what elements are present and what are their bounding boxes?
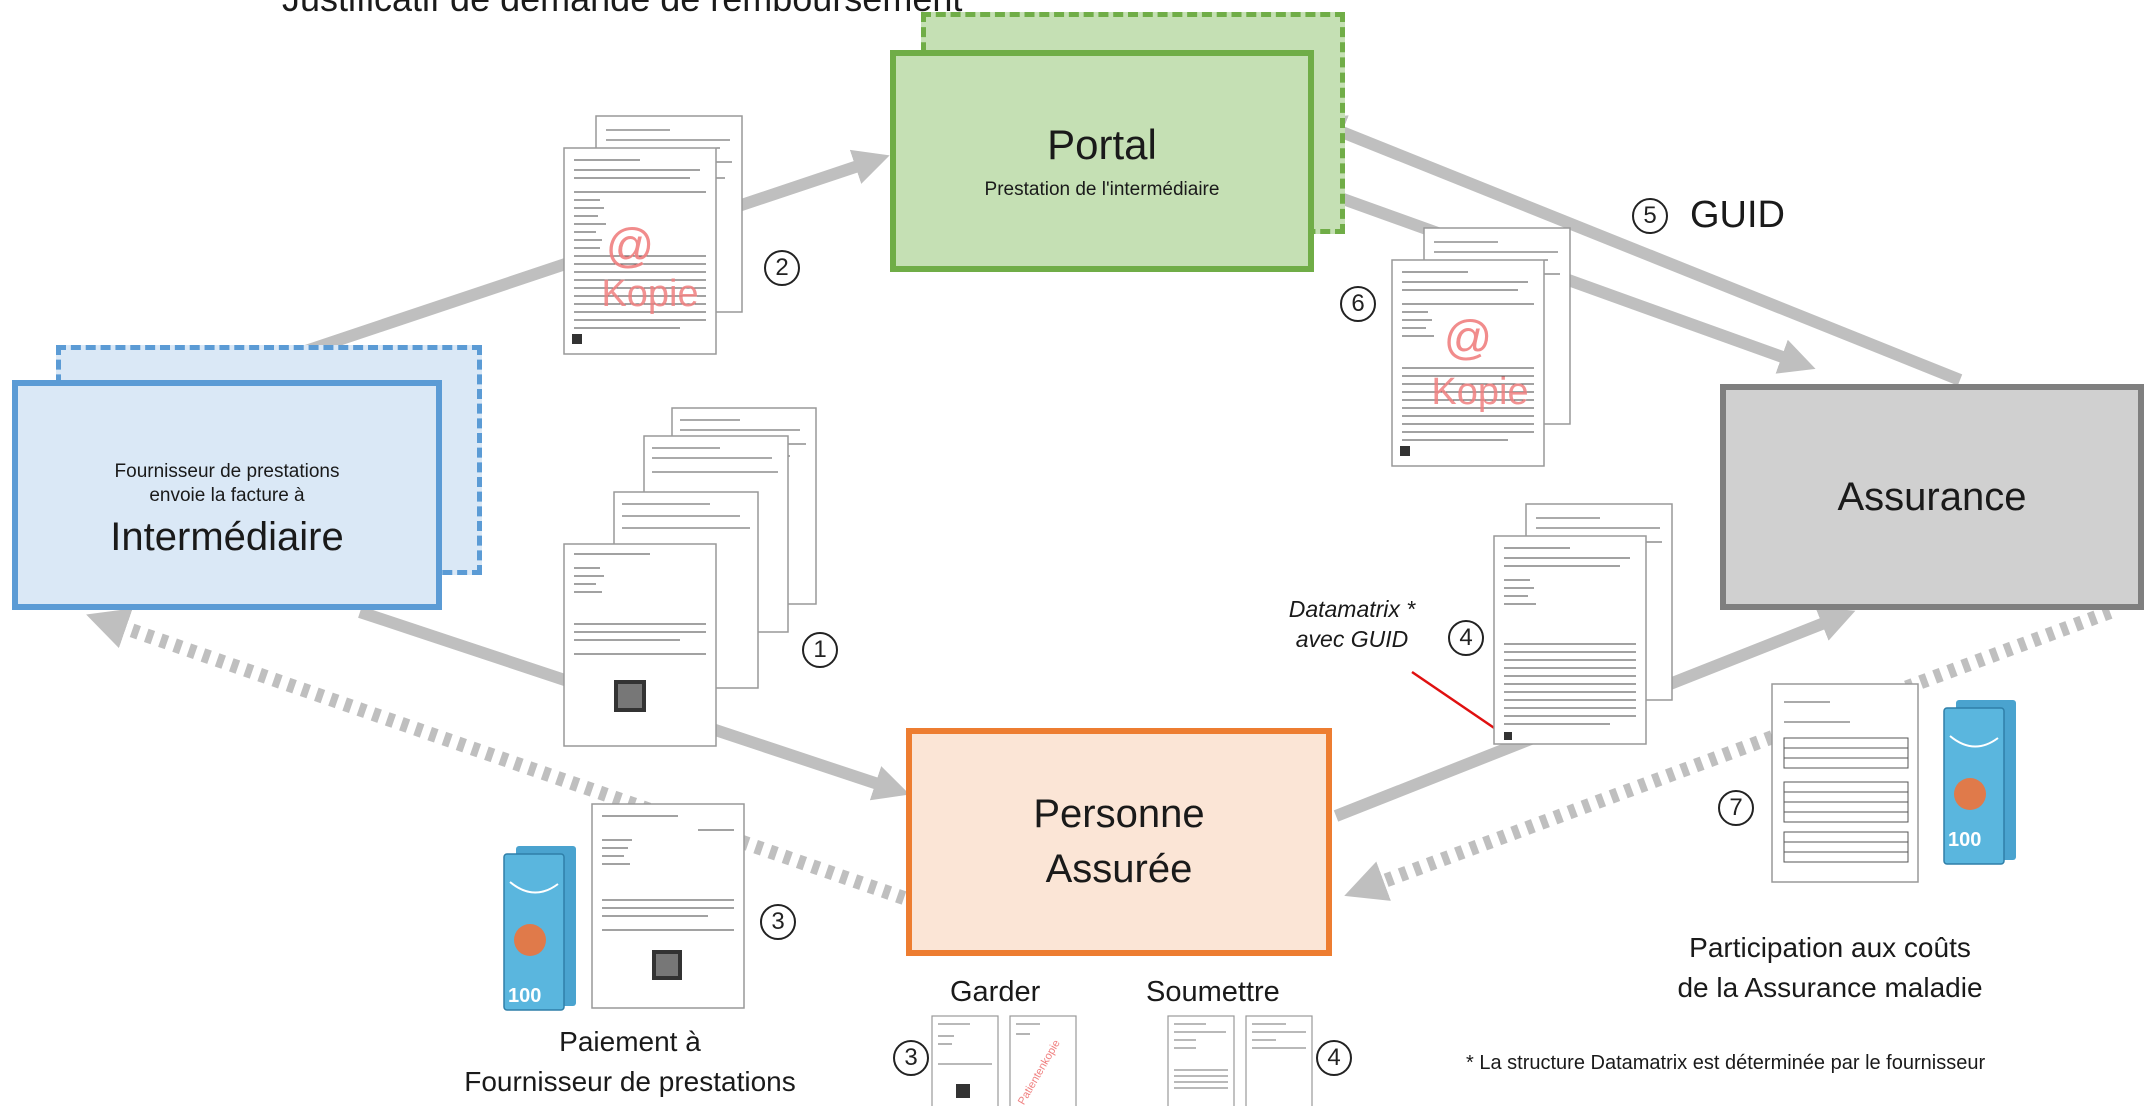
paiement-caption: Paiement à Fournisseur de prestations [380, 1022, 880, 1102]
at-watermark: @ [1444, 312, 1493, 365]
soumettre-label: Soumettre [1146, 976, 1280, 1008]
invoice-step3 [591, 803, 745, 1009]
datamatrix-note-line1: Datamatrix * [1288, 596, 1416, 622]
invoice-bundle-step1 [563, 407, 817, 747]
garder-label: Garder [950, 976, 1041, 1008]
participation-line2: de la Assurance maladie [1677, 972, 1983, 1003]
paiement-line2: Fournisseur de prestations [464, 1066, 796, 1097]
kopie-watermark: Kopie [1431, 371, 1528, 413]
banknote-participation: 100 [1943, 700, 2016, 865]
arrow-assurance-to-personne-dotted [1344, 605, 2113, 901]
assurance-node[interactable]: Assurance [1720, 384, 2144, 610]
paiement-line1: Paiement à [559, 1026, 701, 1057]
step-number-6: 6 [1340, 286, 1376, 322]
step-number-7: 7 [1718, 790, 1754, 826]
step-number-5: 5 [1632, 198, 1668, 234]
personne-node[interactable]: Personne Assurée [906, 728, 1332, 956]
invoice-copy-stack-step2: @ Kopie [563, 115, 743, 355]
arrow-personne-to-inter-dotted [86, 608, 907, 905]
portal-subtitle: Prestation de l'intermédiaire [984, 179, 1220, 200]
intermediaire-line1: Fournisseur de prestations [114, 460, 340, 482]
kopie-watermark: Kopie [601, 273, 698, 315]
portal-node[interactable]: Portal Prestation de l'intermédiaire [890, 50, 1314, 272]
intermediaire-title: Intermédiaire [110, 514, 344, 559]
intermediaire-node[interactable]: Fournisseur de prestations envoie la fac… [12, 380, 442, 610]
banknote-value: 100 [1948, 829, 1981, 851]
at-watermark: @ [606, 220, 655, 273]
step-number-2: 2 [764, 250, 800, 286]
portal-title: Portal [1047, 121, 1157, 168]
assurance-title: Assurance [1837, 474, 2027, 519]
banknote-value: 100 [508, 985, 541, 1007]
participation-caption: Participation aux coûts de la Assurance … [1600, 928, 2060, 1008]
step-number-3: 3 [760, 904, 796, 940]
cost-statement-step7 [1771, 683, 1919, 883]
step-number-4-soumettre: 4 [1316, 1040, 1352, 1076]
participation-line1: Participation aux coûts [1689, 932, 1971, 963]
datamatrix-pointer-arrow [1411, 670, 1511, 739]
step-number-1: 1 [802, 632, 838, 668]
diagram-title: Justificatif de demande de remboursement [282, 0, 962, 20]
garder-docs: Patientenkopie [931, 1015, 1077, 1106]
soumettre-docs [1167, 1015, 1313, 1106]
arrow-inter-to-portal [223, 149, 890, 384]
personne-line1: Personne [1033, 792, 1205, 836]
step-number-3-garder: 3 [893, 1040, 929, 1076]
banknote-payment: 100 [503, 846, 576, 1011]
invoice-copy-stack-step6: @ Kopie [1391, 227, 1571, 467]
arrow-assurance-to-portal [1308, 115, 1963, 386]
datamatrix-note: Datamatrix * avec GUID [1262, 594, 1442, 654]
intermediaire-line2: envoie la facture à [149, 484, 305, 506]
guid-label: GUID [1690, 194, 1785, 236]
datamatrix-note-line2: avec GUID [1295, 626, 1409, 652]
personne-line2: Assurée [1045, 847, 1193, 891]
invoice-stack-step4 [1493, 503, 1673, 745]
footnote: * La structure Datamatrix est déterminée… [1466, 1052, 1986, 1074]
step-number-4: 4 [1448, 620, 1484, 656]
